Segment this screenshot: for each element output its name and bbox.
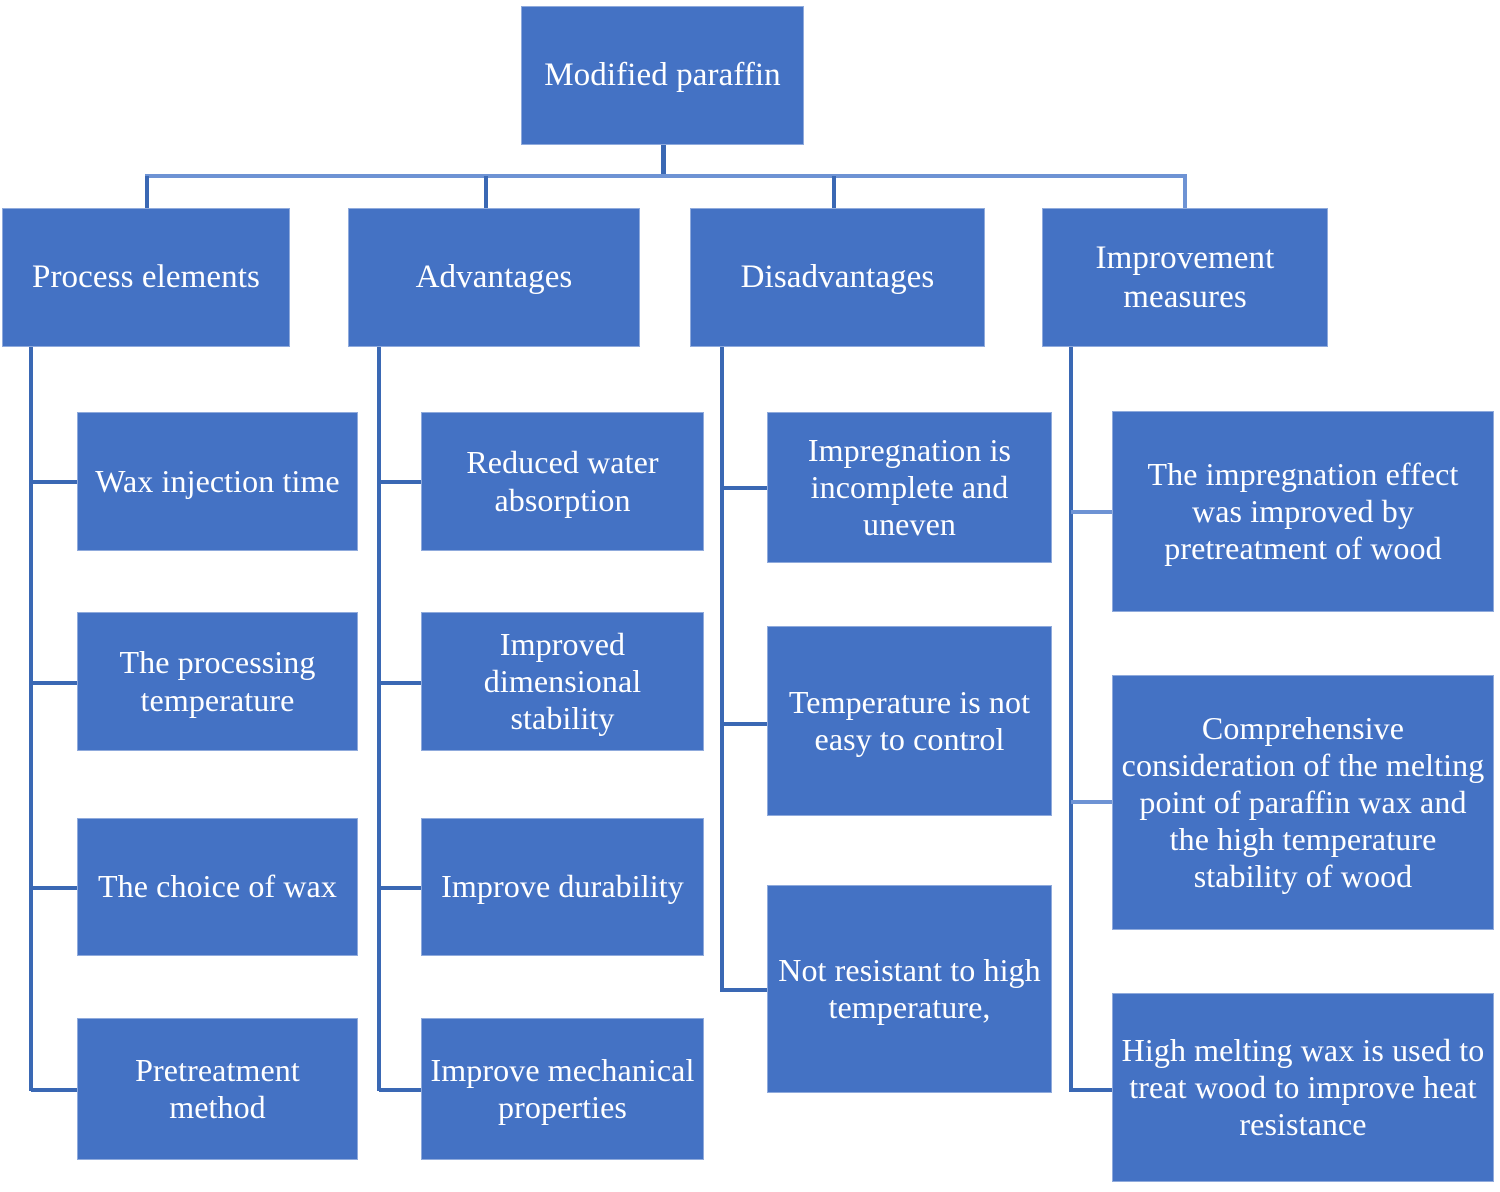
node-label: Modified paraffin [544, 57, 781, 94]
node-label: Not resistant to high temperature, [778, 951, 1041, 1025]
node-branch-advantages[interactable]: Advantages [348, 208, 640, 347]
node-label: High melting wax is used to treat wood t… [1121, 1031, 1485, 1143]
node-leaf-improved-dimensional-stability[interactable]: Improved dimensional stability [421, 612, 704, 751]
node-branch-disadvantages[interactable]: Disadvantages [690, 208, 985, 347]
node-leaf-temperature-not-easy-to-control[interactable]: Temperature is not easy to control [767, 626, 1052, 816]
connector-stub-1-3 [31, 886, 79, 890]
node-label: Reduced water absorption [466, 444, 659, 518]
node-label: The processing temperature [119, 644, 316, 718]
node-leaf-impregnation-effect-pretreatment[interactable]: The impregnation effect was improved by … [1112, 411, 1494, 612]
node-label: The impregnation effect was improved by … [1147, 455, 1459, 567]
node-label: Process elements [32, 259, 260, 296]
connector-stub-4-1 [1071, 510, 1115, 514]
connector-trunk-column-4 [1069, 347, 1073, 1092]
connector-stub-2-2 [379, 681, 423, 685]
connector-trunk-column-1 [29, 347, 33, 1091]
node-label: Improve durability [441, 868, 684, 905]
node-leaf-wax-injection-time[interactable]: Wax injection time [77, 412, 358, 551]
connector-stub-3-1 [722, 486, 770, 490]
connector-stub-4-3 [1071, 1088, 1115, 1092]
node-label: Impregnation is incomplete and uneven [807, 431, 1012, 543]
node-leaf-choice-of-wax[interactable]: The choice of wax [77, 818, 358, 956]
node-label: Comprehensive consideration of the melti… [1121, 709, 1485, 895]
node-leaf-improve-durability[interactable]: Improve durability [421, 818, 704, 956]
node-label: Disadvantages [740, 259, 935, 296]
node-label: The choice of wax [98, 868, 337, 905]
node-label: Improved dimensional stability [483, 625, 642, 737]
connector-drop-branch-1 [145, 176, 149, 209]
node-branch-improvement-measures[interactable]: Improvement measures [1042, 208, 1328, 347]
connector-stub-1-4 [31, 1088, 79, 1092]
node-label: Pretreatment method [135, 1051, 300, 1125]
connector-stub-1-1 [31, 480, 79, 484]
connector-stub-2-1 [379, 480, 423, 484]
connector-stub-2-3 [379, 886, 423, 890]
node-leaf-high-melting-wax-heat-resistance[interactable]: High melting wax is used to treat wood t… [1112, 993, 1494, 1182]
connector-stub-4-2 [1071, 800, 1115, 804]
node-leaf-reduced-water-absorption[interactable]: Reduced water absorption [421, 412, 704, 551]
node-leaf-pretreatment-method[interactable]: Pretreatment method [77, 1018, 358, 1160]
connector-trunk-column-3 [720, 347, 724, 992]
connector-main-bus [145, 174, 1187, 178]
node-leaf-not-resistant-high-temperature[interactable]: Not resistant to high temperature, [767, 885, 1052, 1093]
node-leaf-comprehensive-consideration-melting-point[interactable]: Comprehensive consideration of the melti… [1112, 675, 1494, 930]
connector-drop-branch-4 [1183, 176, 1187, 209]
connector-trunk-column-2 [377, 347, 381, 1091]
node-label: Advantages [415, 259, 573, 296]
connector-stub-1-2 [31, 681, 79, 685]
node-leaf-improve-mechanical-properties[interactable]: Improve mechanical properties [421, 1018, 704, 1160]
connector-drop-branch-3 [832, 176, 836, 209]
node-label: Wax injection time [95, 462, 340, 499]
connector-root-stem [661, 144, 666, 177]
connector-stub-3-3 [722, 988, 770, 992]
connector-drop-branch-2 [484, 176, 488, 209]
node-label: Temperature is not easy to control [788, 683, 1031, 757]
node-label: Improvement measures [1095, 240, 1275, 315]
node-leaf-impregnation-incomplete-uneven[interactable]: Impregnation is incomplete and uneven [767, 412, 1052, 563]
node-branch-process-elements[interactable]: Process elements [2, 208, 290, 347]
node-label: Improve mechanical properties [430, 1051, 695, 1125]
node-leaf-processing-temperature[interactable]: The processing temperature [77, 612, 358, 751]
connector-stub-2-4 [379, 1088, 423, 1092]
node-root-modified-paraffin[interactable]: Modified paraffin [521, 6, 804, 145]
connector-stub-3-2 [722, 722, 770, 726]
